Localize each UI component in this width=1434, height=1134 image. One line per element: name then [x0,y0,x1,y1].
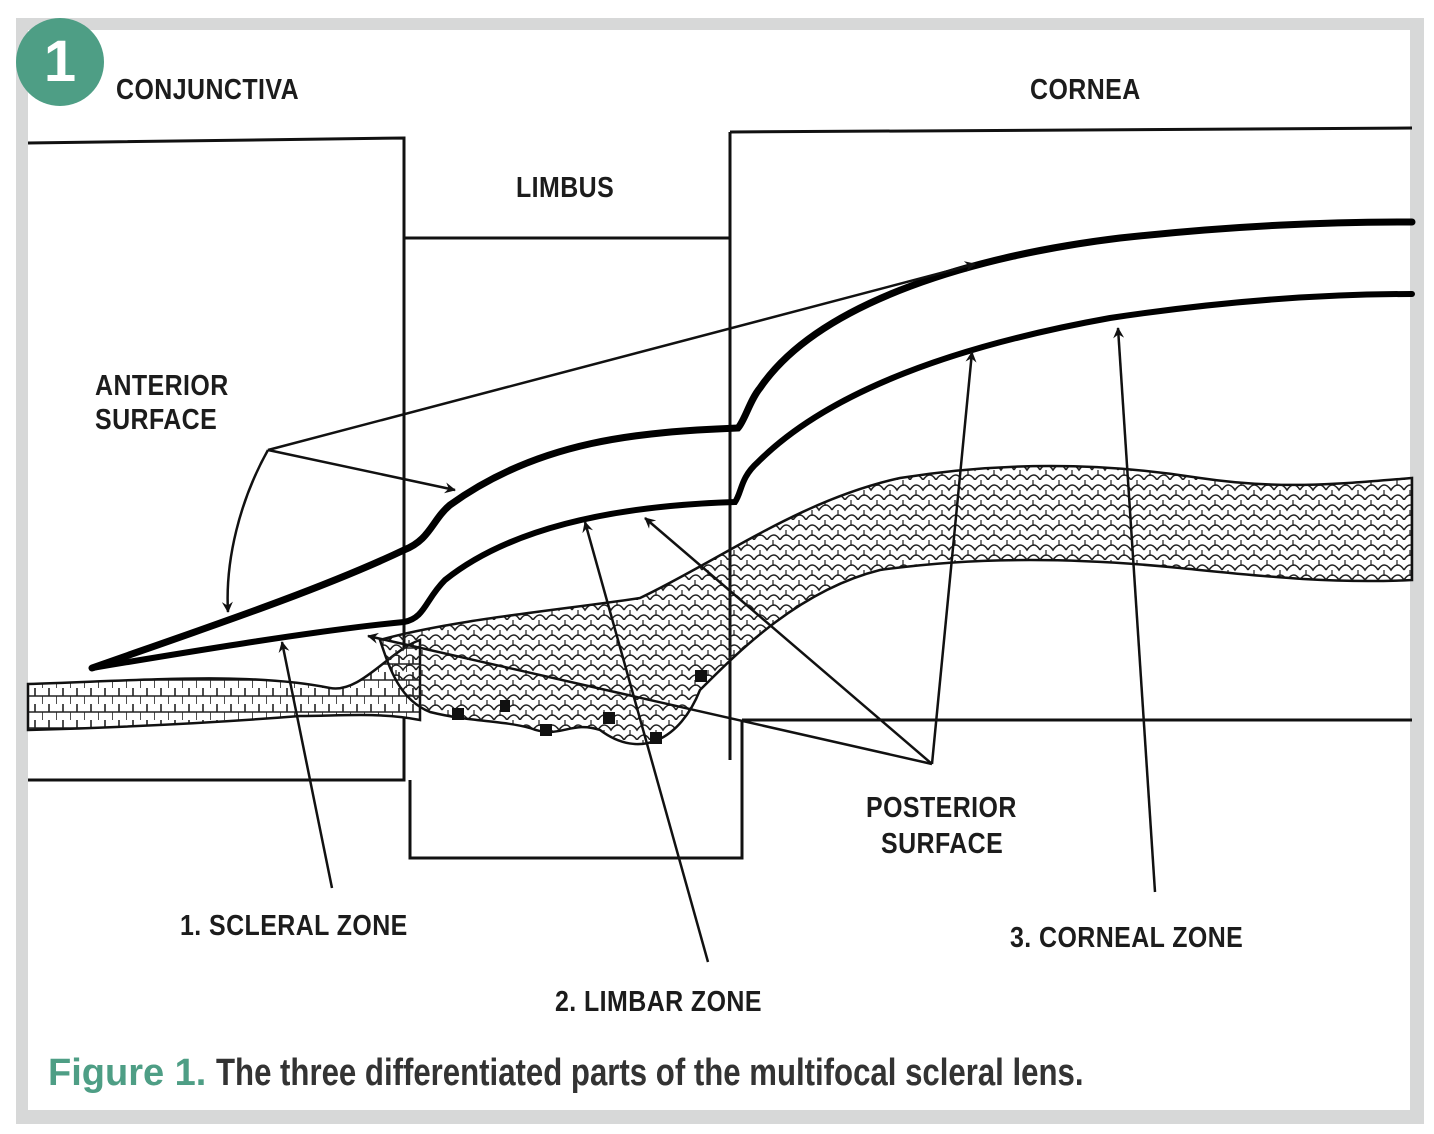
label-cornea: CORNEA [1030,74,1141,106]
figure-caption: Figure 1.The three differentiated parts … [48,1052,1274,1095]
label-limbus: LIMBUS [516,172,615,204]
pointer-lines [221,261,1157,963]
lens-surfaces [88,218,1416,672]
cornea-box [729,126,1413,134]
anterior-surface-line [88,218,1416,672]
label-anterior-line1: ANTERIOR [95,370,229,402]
label-conjunctiva: CONJUNCTIVA [116,74,300,106]
region-boxes [27,126,1413,860]
label-limbar-zone: 2. LIMBAR ZONE [555,986,762,1018]
scleral-zone-pointer [278,641,334,889]
conjunctiva-tissue [26,638,422,732]
label-anterior-line2: SURFACE [95,404,218,436]
label-posterior-line1: POSTERIOR [866,792,1017,824]
label-corneal-zone: 3. CORNEAL ZONE [1010,922,1244,954]
pigment-dots [452,670,707,744]
posterior-pointer-c [367,632,933,766]
anterior-pointer-b [267,448,456,494]
posterior-surface-line [89,291,1415,671]
anterior-pointer-c [221,449,270,613]
posterior-pointer-b [930,351,977,765]
corneal-zone-pointer [1113,327,1157,893]
caption-figure-number: Figure 1. [48,1052,207,1094]
figure-number-badge: 1 [16,18,104,106]
caption-text: The three differentiated parts of the mu… [216,1052,1084,1094]
conjunctiva-box [27,136,406,782]
posterior-pointer-a [644,517,933,765]
limbar-zone-pointer [582,521,710,963]
label-posterior-line2: SURFACE [881,828,1004,860]
limbus-bottom [408,720,744,860]
label-scleral-zone: 1. SCLERAL ZONE [180,910,408,942]
anterior-pointer-a [267,261,976,452]
corneal-tissue [378,464,1414,746]
